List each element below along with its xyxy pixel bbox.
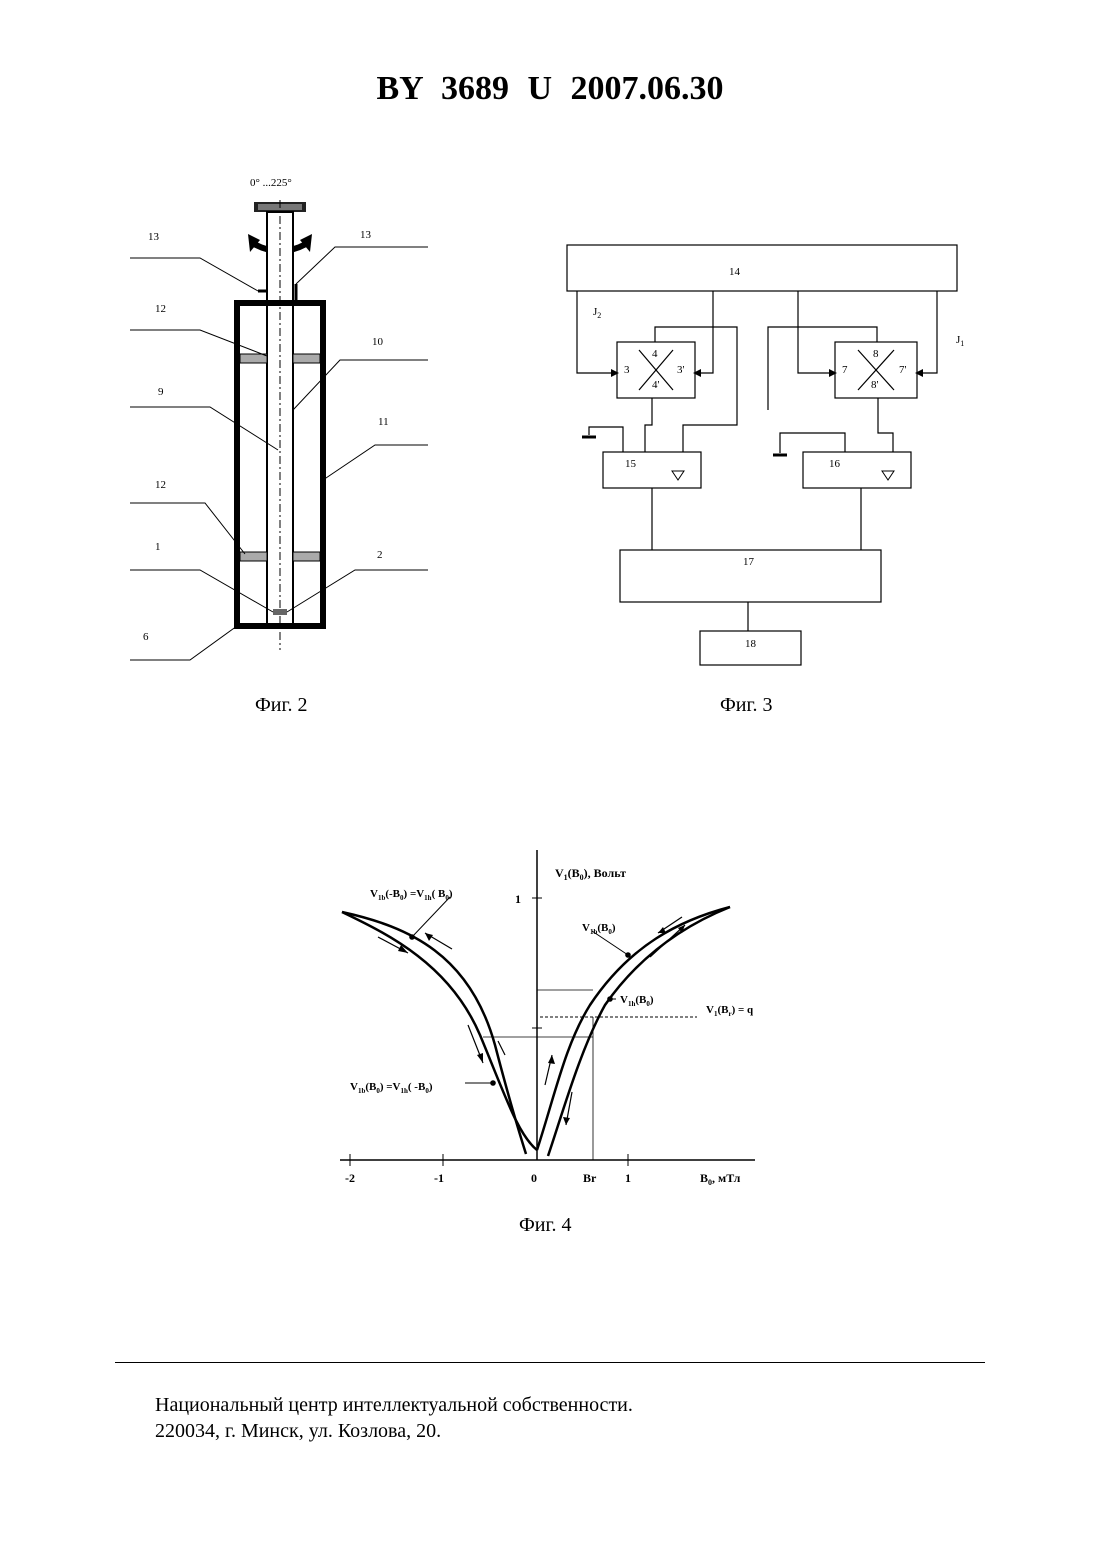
x-tick-0: 0 bbox=[531, 1171, 537, 1185]
footer-divider bbox=[115, 1362, 985, 1363]
x-axis-label: B0, мТл bbox=[700, 1171, 741, 1187]
figure-3-caption: Фиг. 3 bbox=[720, 694, 772, 717]
sensor-b-bottom: 8' bbox=[871, 379, 879, 391]
x-tick-1: 1 bbox=[625, 1171, 631, 1185]
curve-left-outer bbox=[342, 912, 526, 1154]
label-13-right: 13 bbox=[360, 229, 372, 241]
spacer-upper bbox=[240, 354, 267, 363]
label-1: 1 bbox=[155, 541, 161, 553]
block-18-label: 18 bbox=[745, 638, 757, 650]
block-15 bbox=[603, 452, 701, 488]
footer-organization: Национальный центр интеллектуальной собс… bbox=[155, 1394, 633, 1417]
label-12-lower: 12 bbox=[155, 479, 166, 491]
block-14-label: 14 bbox=[729, 266, 741, 278]
sensor-a-bottom: 4' bbox=[652, 379, 660, 391]
q-level-label: V1(Br) = q bbox=[706, 1004, 754, 1018]
curve-label-mid-right: V1h(B0) bbox=[620, 994, 654, 1008]
label-12-upper: 12 bbox=[155, 303, 166, 315]
curve-left-inner bbox=[342, 912, 537, 1150]
block-15-label: 15 bbox=[625, 458, 637, 470]
figure-3-block-diagram: 14 15 16 17 18 4 3 3' 4' 8 7 7' 8' J2 J1 bbox=[555, 235, 975, 675]
label-2: 2 bbox=[377, 549, 383, 561]
label-11: 11 bbox=[378, 416, 389, 428]
sensor-b-top: 8 bbox=[873, 348, 879, 360]
footer-address: 220034, г. Минск, ул. Козлова, 20. bbox=[155, 1420, 441, 1443]
label-9: 9 bbox=[158, 386, 164, 398]
amplifier-icon-16 bbox=[882, 471, 894, 480]
figure-4-caption: Фиг. 4 bbox=[519, 1214, 571, 1237]
x-tick-minus2: -2 bbox=[345, 1171, 355, 1185]
block-17-label: 17 bbox=[743, 556, 755, 568]
figure-2-caption: Фиг. 2 bbox=[255, 694, 307, 717]
sensor-a-left: 3 bbox=[624, 364, 630, 376]
block-16-label: 16 bbox=[829, 458, 841, 470]
figure-4-hysteresis-plot: V1(B0), Вольт 1 -2 -1 0 Br 1 B0, мТл V1b… bbox=[330, 845, 780, 1195]
sensor-a-top: 4 bbox=[652, 348, 658, 360]
y-tick-1: 1 bbox=[515, 892, 521, 906]
figure-2-diagram: 0° ...225° 13 13 12 10 9 11 12 1 2 6 bbox=[130, 160, 450, 680]
amplifier-icon-15 bbox=[672, 471, 684, 480]
sensor-b-right: 7' bbox=[899, 364, 907, 376]
curve-label-bottom-left: V1b(B0) =V1h( -B0) bbox=[350, 1081, 433, 1095]
block-16 bbox=[803, 452, 911, 488]
curve-right-outer bbox=[537, 907, 730, 1150]
curve-label-top-right: V1b(B0) bbox=[582, 922, 616, 936]
sensor-b-left: 7 bbox=[842, 364, 848, 376]
x-tick-br: Br bbox=[583, 1171, 597, 1185]
label-13-left: 13 bbox=[148, 231, 160, 243]
y-axis-label: V1(B0), Вольт bbox=[555, 866, 626, 882]
x-tick-minus1: -1 bbox=[434, 1171, 444, 1185]
curve-label-top-left: V1b(-B0) =V1h( B0) bbox=[370, 888, 453, 902]
block-14 bbox=[567, 245, 957, 291]
label-6: 6 bbox=[143, 631, 149, 643]
current-j1-label: J1 bbox=[956, 334, 964, 348]
sensor-a-right: 3' bbox=[677, 364, 685, 376]
current-j2-label: J2 bbox=[593, 306, 601, 320]
label-10: 10 bbox=[372, 336, 384, 348]
document-header: BY 3689 U 2007.06.30 bbox=[0, 70, 1100, 108]
sensor-element bbox=[273, 609, 287, 615]
rotation-angle-label: 0° ...225° bbox=[250, 177, 292, 189]
